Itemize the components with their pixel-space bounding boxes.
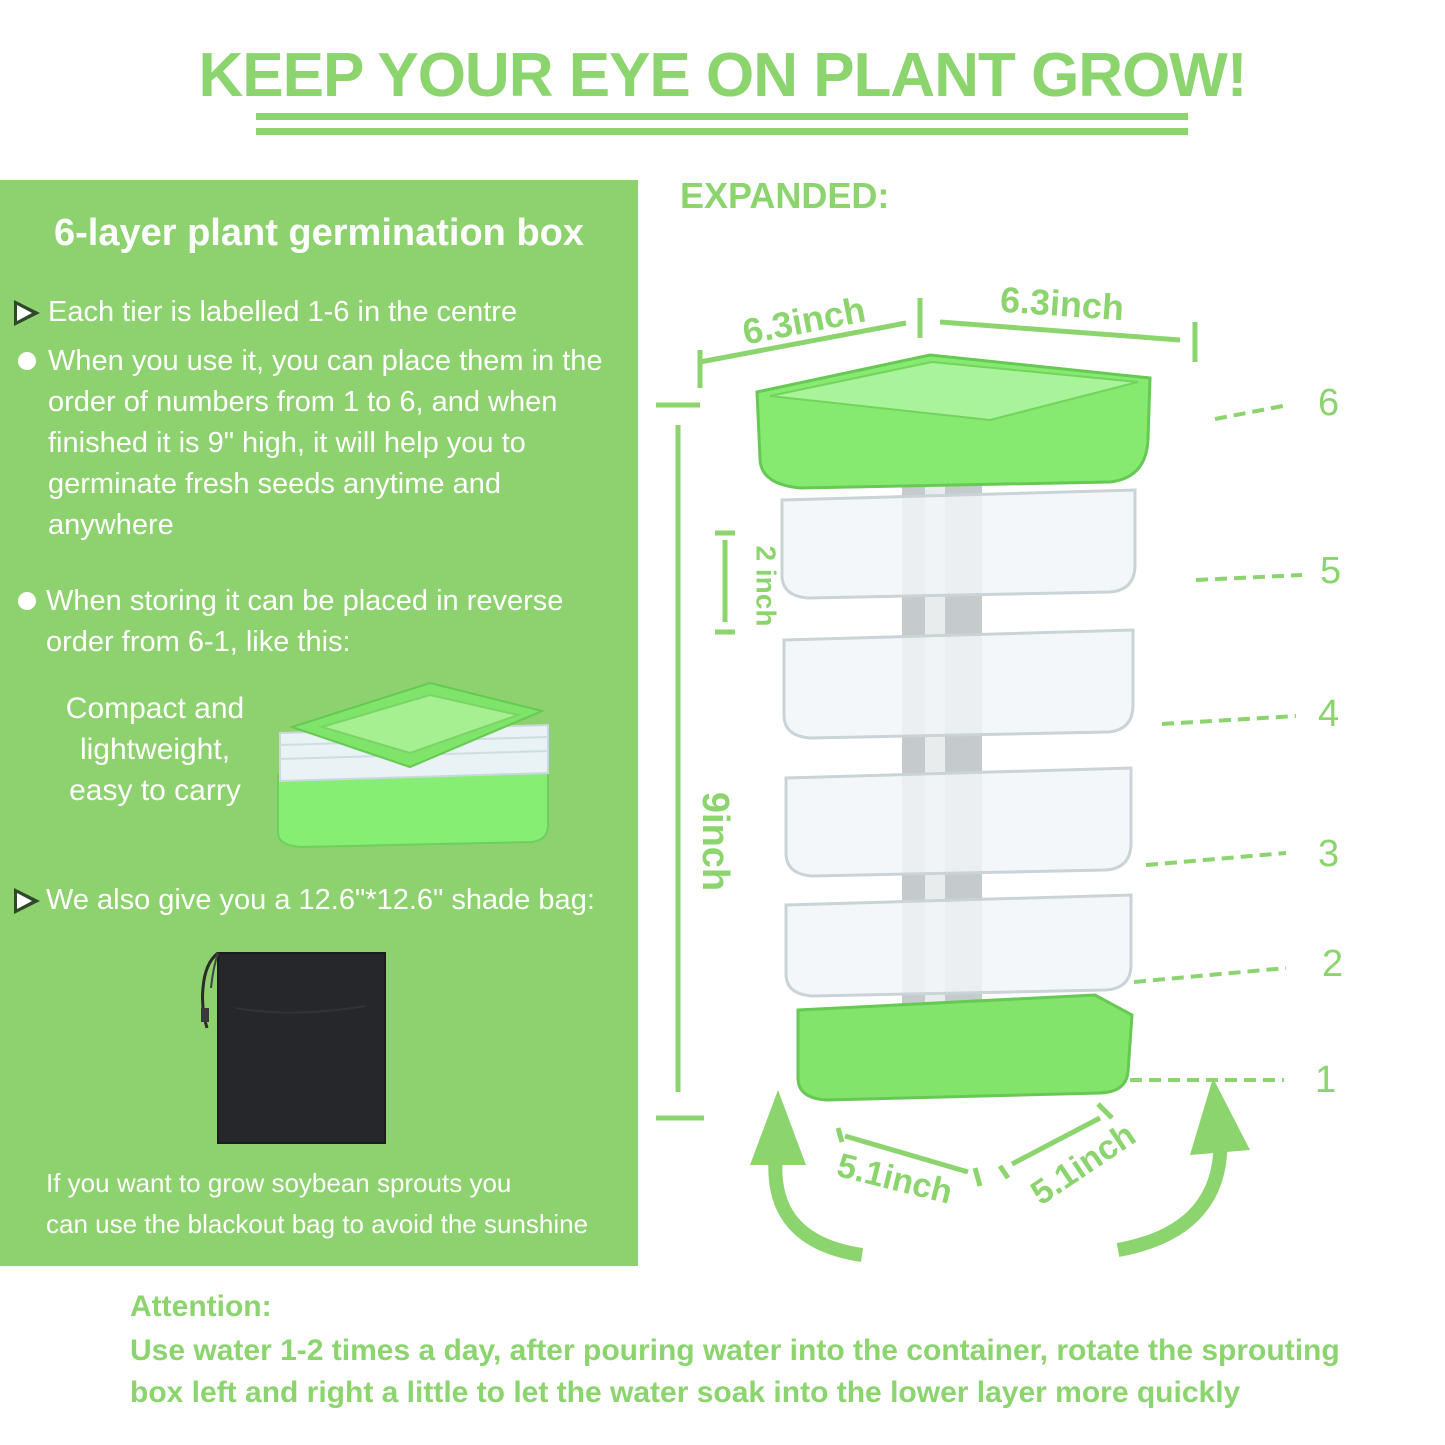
bullet-shade-bag: We also give you a 12.6"*12.6" shade bag…: [46, 884, 595, 916]
headline-underline-bottom: [256, 128, 1188, 135]
attention-title: Attention:: [130, 1290, 272, 1323]
page-headline: KEEP YOUR EYE ON PLANT GROW!: [198, 41, 1248, 110]
layer-number-6: 6: [1318, 382, 1340, 424]
bullet-tier-labels: Each tier is labelled 1-6 in the centre: [48, 296, 518, 328]
bullet-usage-order: When you use it, you can place them in t…: [48, 345, 603, 541]
dot-bullet-icon: [18, 352, 36, 370]
stacked-trays-image: [277, 681, 549, 849]
expanded-diagram: [656, 298, 1303, 1262]
panel-title: 6-layer plant germination box: [54, 212, 584, 254]
layer-number-3: 3: [1318, 833, 1340, 875]
expanded-label: EXPANDED:: [680, 175, 890, 216]
arrow-bullet-icon: [14, 300, 40, 326]
top-width-right-label: 6.3inch: [998, 278, 1126, 329]
layer-number-4: 4: [1318, 693, 1340, 735]
layer-number-5: 5: [1320, 550, 1342, 592]
headline-underline-top: [256, 113, 1188, 120]
compact-caption: Compact and lightweight, easy to carry: [65, 692, 245, 807]
layer-spacing-label: 2 inch: [750, 545, 782, 627]
shade-bag-image: [201, 951, 386, 1144]
bullet-storage-order: When storing it can be placed in reverse…: [46, 585, 564, 658]
total-height-label: 9inch: [694, 791, 737, 892]
bag-note-line1: If you want to grow soybean sprouts you: [46, 1168, 512, 1198]
arrow-bullet-icon: [14, 888, 40, 914]
layer-number-2: 2: [1322, 943, 1344, 985]
layer-number-1: 1: [1315, 1059, 1337, 1101]
dot-bullet-icon: [18, 592, 36, 610]
attention-body: Use water 1-2 times a day, after pouring…: [130, 1334, 1340, 1409]
bag-note-line2: can use the blackout bag to avoid the su…: [46, 1209, 589, 1239]
